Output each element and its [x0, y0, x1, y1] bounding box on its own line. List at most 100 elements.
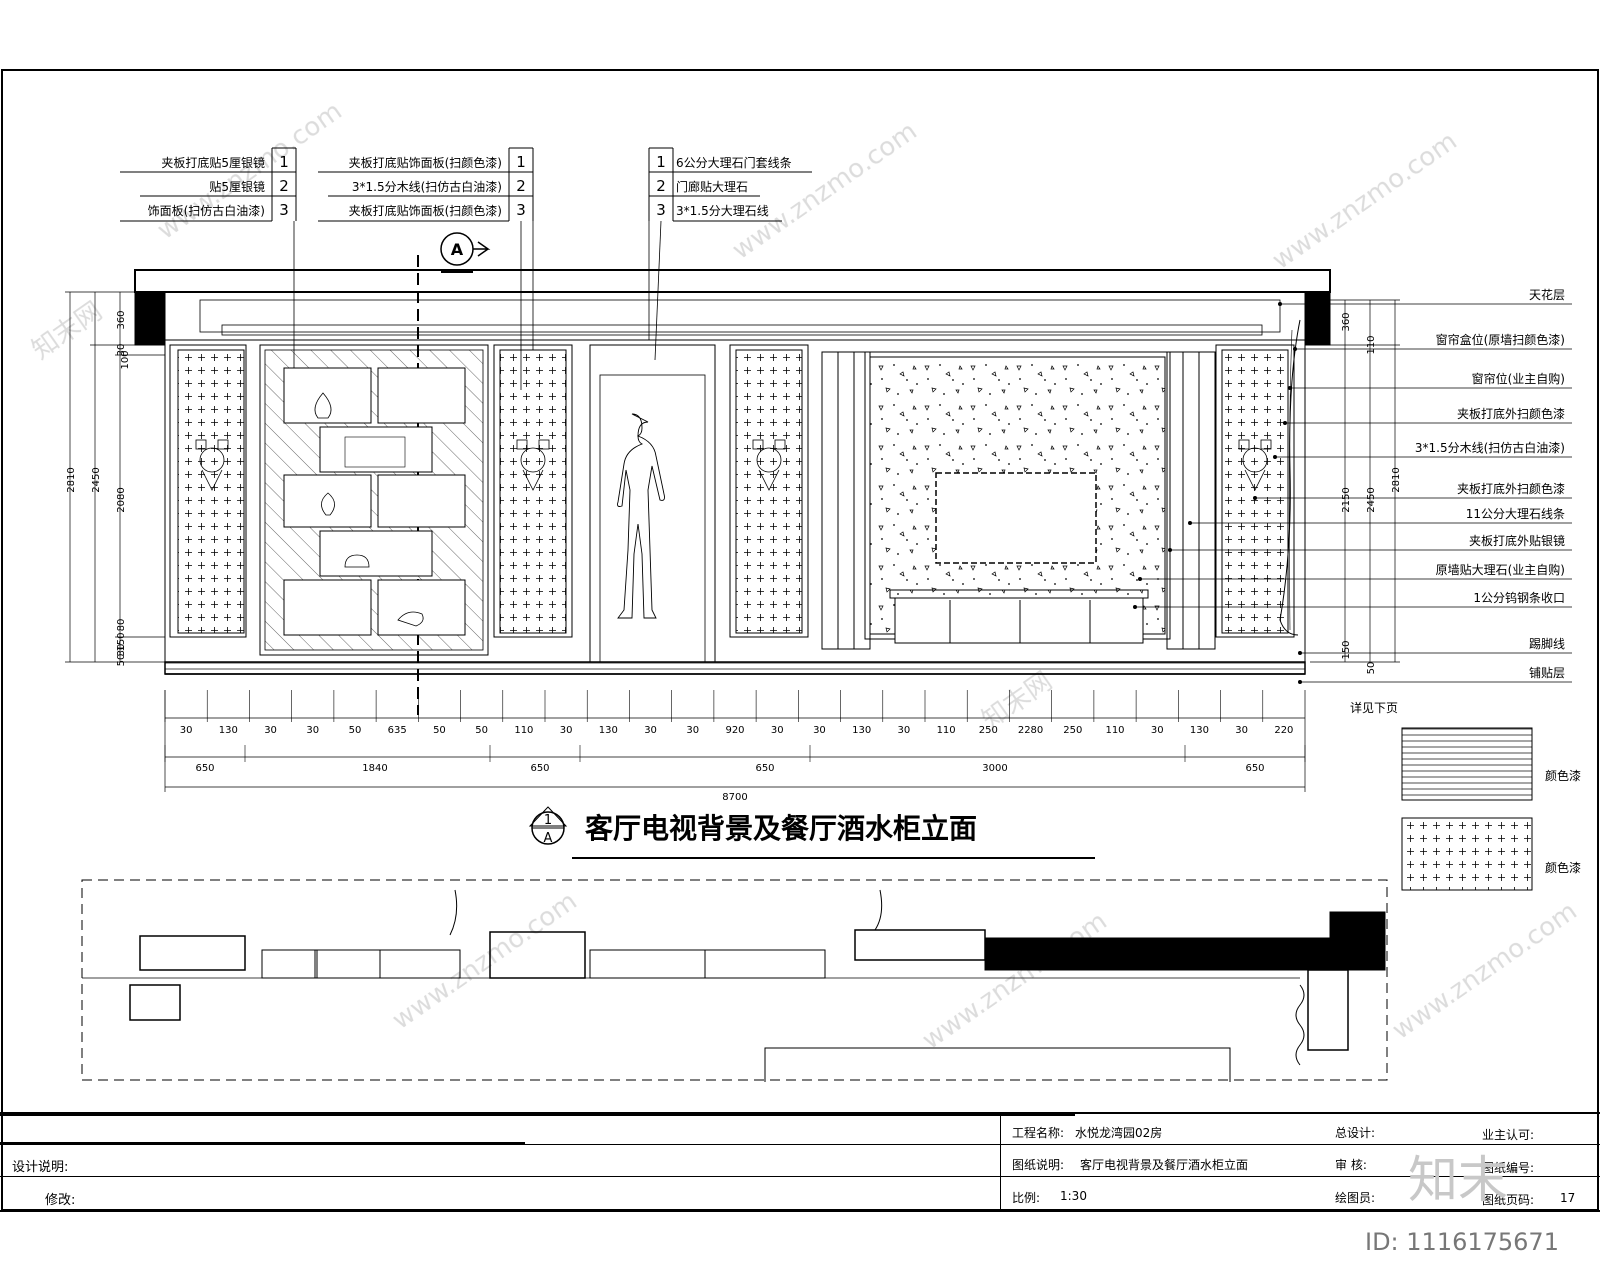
drafter-label: 绘图员: — [1335, 1191, 1376, 1205]
right-dim-3: 2150 — [1341, 487, 1352, 512]
right-label-9: 原墙贴大理石(业主自购) — [1436, 562, 1565, 577]
right-labels: 天花层窗帘盒位(原墙扫颜色漆)窗帘位(业主自购)夹板打底外扫颜色漆3*1.5分木… — [1133, 287, 1572, 684]
callout-left-2-text: 贴5厘银镜 — [209, 179, 265, 194]
dim-row1-20: 250 — [979, 725, 998, 736]
legend-label-2: 颜色漆 — [1545, 860, 1581, 875]
dim-row1-24: 30 — [1151, 725, 1164, 736]
callout-middle-3-text: 夹板打底贴饰面板(扫颜色漆) — [349, 203, 502, 218]
dim-row1-3: 30 — [264, 725, 277, 736]
callout-middle-1-num: 1 — [516, 153, 526, 171]
dim-row1-11: 130 — [599, 725, 618, 736]
drawing-title: 客厅电视背景及餐厅酒水柜立面 — [585, 812, 977, 845]
watermark-logo: 知末 — [1408, 1151, 1508, 1209]
callout-right-3-num: 3 — [656, 201, 666, 219]
right-label-6: 夹板打底外扫颜色漆 — [1457, 481, 1565, 496]
left-dim-1: 2810 — [66, 467, 77, 492]
plan-view — [81, 879, 1388, 1082]
dim-row1-27: 220 — [1274, 725, 1293, 736]
drawing-value: 客厅电视背景及餐厅酒水柜立面 — [1080, 1158, 1249, 1172]
dim-row1-6: 635 — [388, 725, 407, 736]
callout-left-1-text: 夹板打底贴5厘银镜 — [161, 155, 265, 170]
callout-table-middle: 夹板打底贴饰面板(扫颜色漆) 3*1.5分木线(扫仿古白油漆) 夹板打底贴饰面板… — [318, 147, 534, 222]
callout-middle-2-text: 3*1.5分木线(扫仿古白油漆) — [352, 179, 502, 194]
dim-row1-23: 110 — [1105, 725, 1124, 736]
dim-row1-17: 130 — [852, 725, 871, 736]
callout-left-3-text: 饰面板(扫仿古白油漆) — [148, 203, 265, 218]
dim-row2-3: 650 — [530, 763, 549, 774]
right-label-1: 天花层 — [1529, 287, 1565, 302]
right-label-3: 窗帘位(业主自购) — [1472, 371, 1565, 386]
dim-row2-1: 650 — [195, 763, 214, 774]
right-label-4: 夹板打底外扫颜色漆 — [1457, 406, 1565, 421]
callout-right-2-text: 门廊贴大理石 — [676, 179, 748, 194]
dim-row1-22: 250 — [1063, 725, 1082, 736]
left-dim-2: 2450 — [91, 467, 102, 492]
project-label: 工程名称: — [1012, 1126, 1065, 1140]
review-label: 审 核: — [1335, 1158, 1367, 1172]
watermark-url-6: www.znzmo.com — [1387, 896, 1583, 1046]
dim-row1-5: 50 — [349, 725, 362, 736]
dim-row1-21: 2280 — [1018, 725, 1043, 736]
dim-row1-18: 30 — [898, 725, 911, 736]
dim-row1-10: 30 — [560, 725, 573, 736]
callout-left-2-num: 2 — [279, 177, 289, 195]
callout-middle-2-num: 2 — [516, 177, 526, 195]
right-dim-1: 360 — [1341, 312, 1352, 331]
wall-sconce-4 — [1238, 439, 1272, 491]
project-value: 水悦龙湾园02房 — [1075, 1126, 1163, 1140]
right-label-7: 11公分大理石线条 — [1466, 507, 1565, 521]
scale-label: 比例: — [1012, 1191, 1041, 1205]
callout-right-3-text: 3*1.5分大理石线 — [676, 204, 769, 218]
owner-label: 业主认可: — [1482, 1128, 1535, 1142]
left-dim-6: 150 — [116, 632, 127, 651]
right-label-2: 窗帘盒位(原墙扫颜色漆) — [1436, 332, 1565, 347]
right-label-11: 踢脚线 — [1529, 636, 1565, 651]
right-label-8: 夹板打底外贴银镜 — [1469, 533, 1565, 548]
watermark-stamp-1: 知末网 — [27, 296, 108, 365]
watermark-url-4: www.znzmo.com — [387, 886, 583, 1036]
watermark-url-3: www.znzmo.com — [1267, 126, 1463, 276]
scale-value: 1:30 — [1060, 1189, 1087, 1203]
dim-row1-9: 110 — [514, 725, 533, 736]
legend-label-1: 颜色漆 — [1545, 768, 1581, 783]
left-dimensions — [65, 291, 165, 663]
elevation-marker-num: 1 — [544, 813, 552, 828]
dim-row1-1: 30 — [180, 725, 193, 736]
left-dim-4: 360 — [116, 310, 127, 329]
right-dim-6: 150 — [1341, 640, 1352, 659]
dim-row1-7: 50 — [433, 725, 446, 736]
left-dim-3: 2080 — [116, 487, 127, 512]
right-dim-4: 2450 — [1366, 487, 1377, 512]
watermark-url-2: www.znzmo.com — [727, 116, 923, 266]
callout-right-1-text: 6公分大理石门套线条 — [676, 155, 792, 170]
callout-middle-1-text: 夹板打底贴饰面板(扫颜色漆) — [349, 155, 502, 170]
dim-row1-4: 30 — [306, 725, 319, 736]
dim-row1-16: 30 — [813, 725, 826, 736]
dim-row1-26: 30 — [1235, 725, 1248, 736]
dim-total: 8700 — [722, 792, 747, 803]
callout-left-3-num: 3 — [279, 201, 289, 219]
bottom-dimensions — [164, 690, 1306, 792]
right-dim-5: 2810 — [1391, 467, 1402, 492]
right-dimensions — [1310, 299, 1400, 663]
dim-row1-25: 130 — [1190, 725, 1209, 736]
dim-row2-6: 650 — [1245, 763, 1264, 774]
left-dim-8: 30 — [116, 644, 127, 657]
dim-row1-2: 130 — [219, 725, 238, 736]
wall-sconce-2 — [516, 439, 550, 491]
watermark-url-1: www.znzmo.com — [152, 96, 348, 246]
callout-table-left: 夹板打底贴5厘银镜 贴5厘银镜 饰面板(扫仿古白油漆) 1 2 3 — [120, 147, 297, 222]
page-label: 图纸页码: — [1482, 1193, 1535, 1207]
right-label-10: 1公分钨钢条收口 — [1473, 590, 1565, 605]
left-dim-5: 30 — [116, 344, 127, 357]
dim-row1-13: 30 — [686, 725, 699, 736]
elevation-marker-letter: A — [544, 831, 553, 846]
dim-row1-8: 50 — [475, 725, 488, 736]
left-dim-10: 100 — [120, 350, 131, 369]
legend: 颜色漆 颜色漆 — [1401, 727, 1581, 891]
design-note-label: 设计说明: — [12, 1160, 69, 1175]
detail-note: 详见下页 — [1350, 700, 1398, 715]
right-dim-7: 50 — [1366, 662, 1377, 675]
watermark-url-5: www.znzmo.com — [917, 906, 1113, 1056]
